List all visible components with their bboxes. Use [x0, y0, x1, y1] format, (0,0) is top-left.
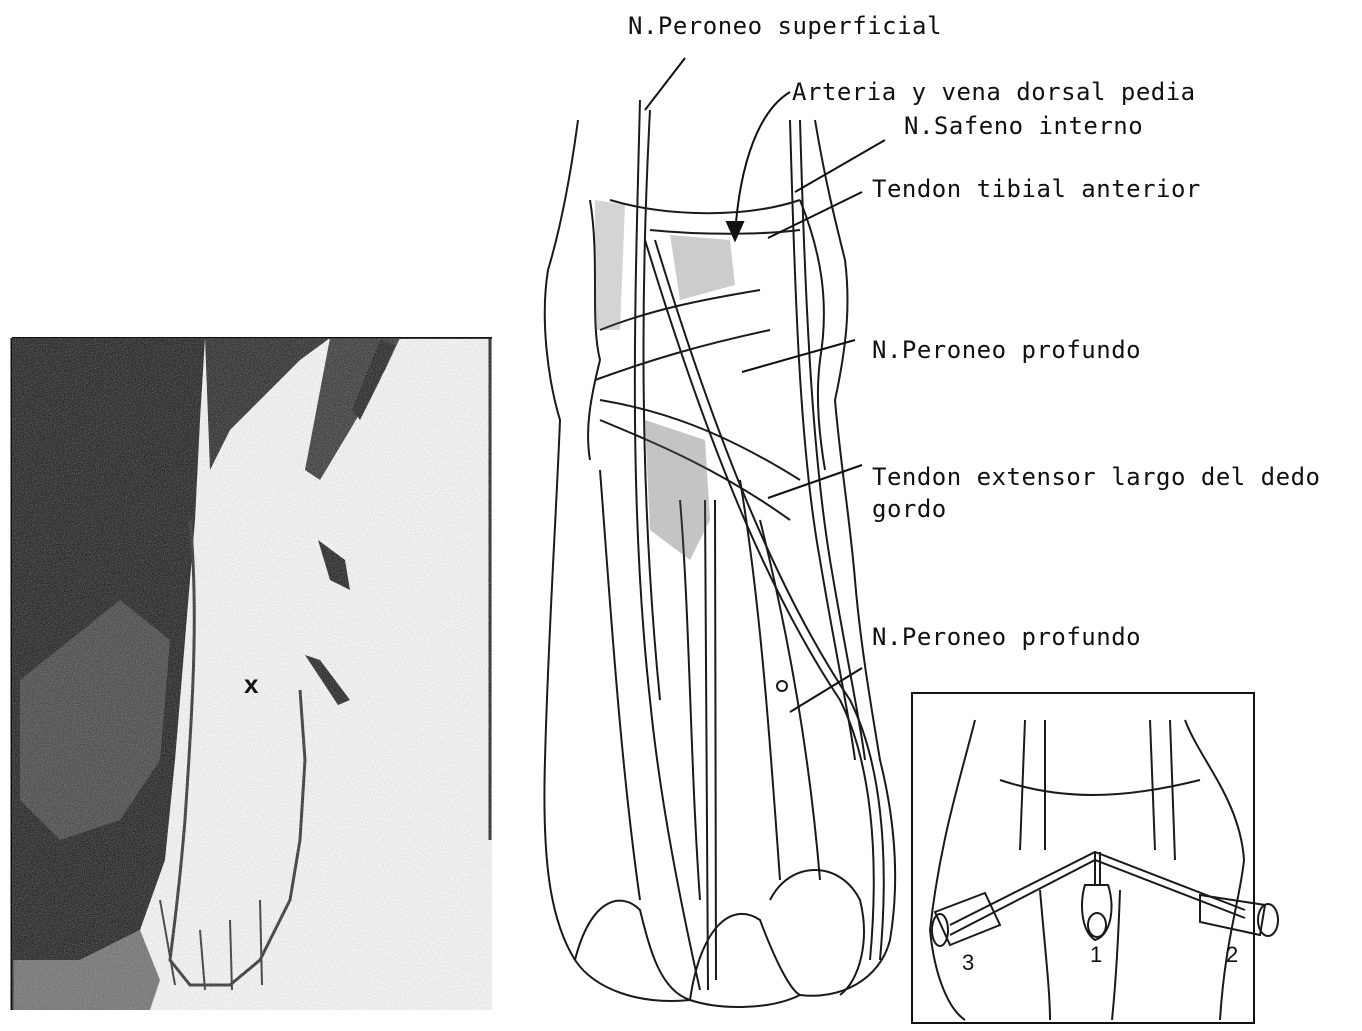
- label-peroneo-profundo-lower: N.Peroneo profundo: [872, 623, 1141, 651]
- injection-marker: x: [244, 669, 259, 699]
- inset-label-2: 2: [1226, 942, 1238, 968]
- inset-label-3: 3: [962, 950, 974, 976]
- label-arteria-vena-dorsal-pedia: Arteria y vena dorsal pedia: [792, 78, 1196, 106]
- label-safeno-interno: N.Safeno interno: [904, 112, 1143, 140]
- drawing-stipple: [540, 110, 910, 1020]
- label-tendon-extensor-line1: Tendon extensor largo del dedo: [872, 463, 1320, 491]
- label-tendon-extensor-line2: gordo: [872, 495, 947, 523]
- label-peroneo-superficial: N.Peroneo superficial: [628, 12, 942, 40]
- label-peroneo-profundo-upper: N.Peroneo profundo: [872, 336, 1141, 364]
- inset-label-1: 1: [1090, 942, 1102, 968]
- label-tendon-tibial-anterior: Tendon tibial anterior: [872, 175, 1201, 203]
- foot-photo: x: [12, 338, 492, 1010]
